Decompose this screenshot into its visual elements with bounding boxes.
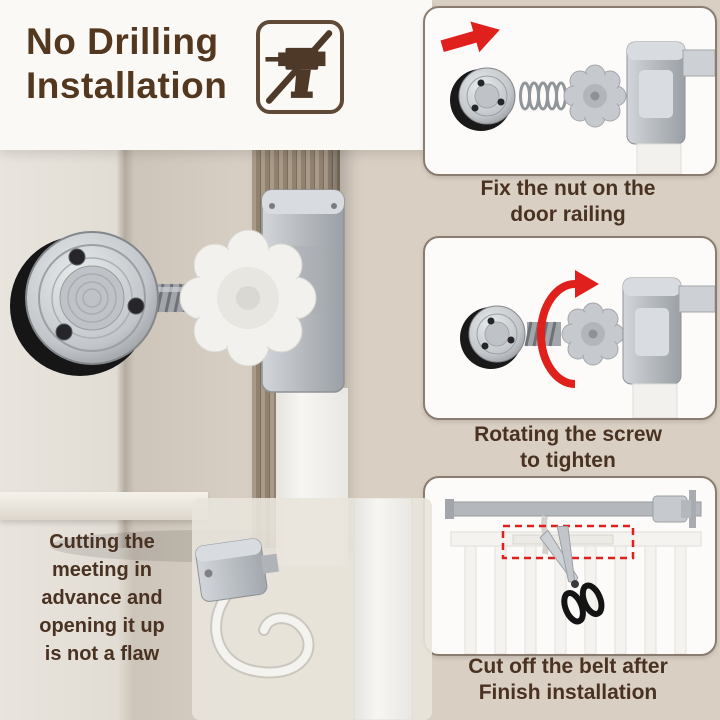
note-line-5: is not a flaw: [44, 643, 160, 665]
step-panel-1: [423, 6, 717, 176]
note-line-1: Cutting the: [49, 531, 155, 553]
tightening-knob: [179, 229, 317, 367]
step2-illustration: [460, 270, 715, 418]
red-rotation-arrow-icon: [537, 270, 599, 388]
step1-spring-screw: [519, 81, 567, 111]
note-line-3: advance and: [41, 587, 163, 609]
page-title: No Drilling Installation: [26, 20, 227, 107]
step-caption-3-line1: Cut off the belt after: [468, 655, 668, 678]
step1-illustration: [440, 21, 715, 174]
step-panel-3: [423, 476, 717, 656]
gate-post-lower: [353, 498, 413, 720]
drill-icon: [265, 47, 326, 98]
wall-pad-disc: [10, 231, 159, 376]
page-title-line1: No Drilling: [26, 21, 219, 62]
white-backdrop: [0, 0, 432, 150]
prohibition-slash: [265, 30, 333, 104]
page-title-line2: Installation: [26, 64, 228, 106]
gate-top-rod: [445, 490, 702, 528]
step1-knob: [563, 64, 627, 128]
step-caption-3-line2: Finish installation: [478, 681, 658, 705]
step-caption-1: Fix the nut on the door railing: [422, 176, 714, 229]
coiled-cable: [210, 578, 315, 679]
note-text: Cutting the meeting in advance and openi…: [8, 528, 196, 668]
belt-illustration: [192, 498, 432, 720]
step-panel-2: [423, 236, 717, 420]
note-line-2: meeting in: [51, 559, 152, 581]
step-caption-2-line2: to tighten: [520, 449, 616, 473]
step1-bracket: [626, 41, 715, 174]
step-caption-1-line2: door railing: [510, 203, 626, 227]
step2-disc: [460, 305, 526, 369]
step-caption-2-line1: Rotating the screw: [474, 423, 662, 446]
belt-illustration-svg: [192, 498, 432, 720]
step-caption-2: Rotating the screw to tighten: [422, 422, 714, 475]
note-line-4: opening it up: [39, 615, 165, 637]
step-caption-1-line1: Fix the nut on the: [480, 177, 656, 200]
no-drilling-badge: [256, 20, 344, 114]
step-caption-3: Cut off the belt after Finish installati…: [422, 654, 714, 707]
scissors-icon: [539, 525, 605, 625]
bracket-lower: [195, 538, 279, 602]
baseboard: [0, 492, 208, 520]
gate-bars: [464, 545, 687, 654]
step2-knob: [561, 302, 625, 366]
no-drilling-icon: [265, 30, 333, 104]
step2-bracket: [622, 277, 715, 418]
step3-illustration: [445, 490, 702, 654]
step1-disc: [450, 67, 516, 131]
red-arrow-icon: [440, 21, 500, 53]
